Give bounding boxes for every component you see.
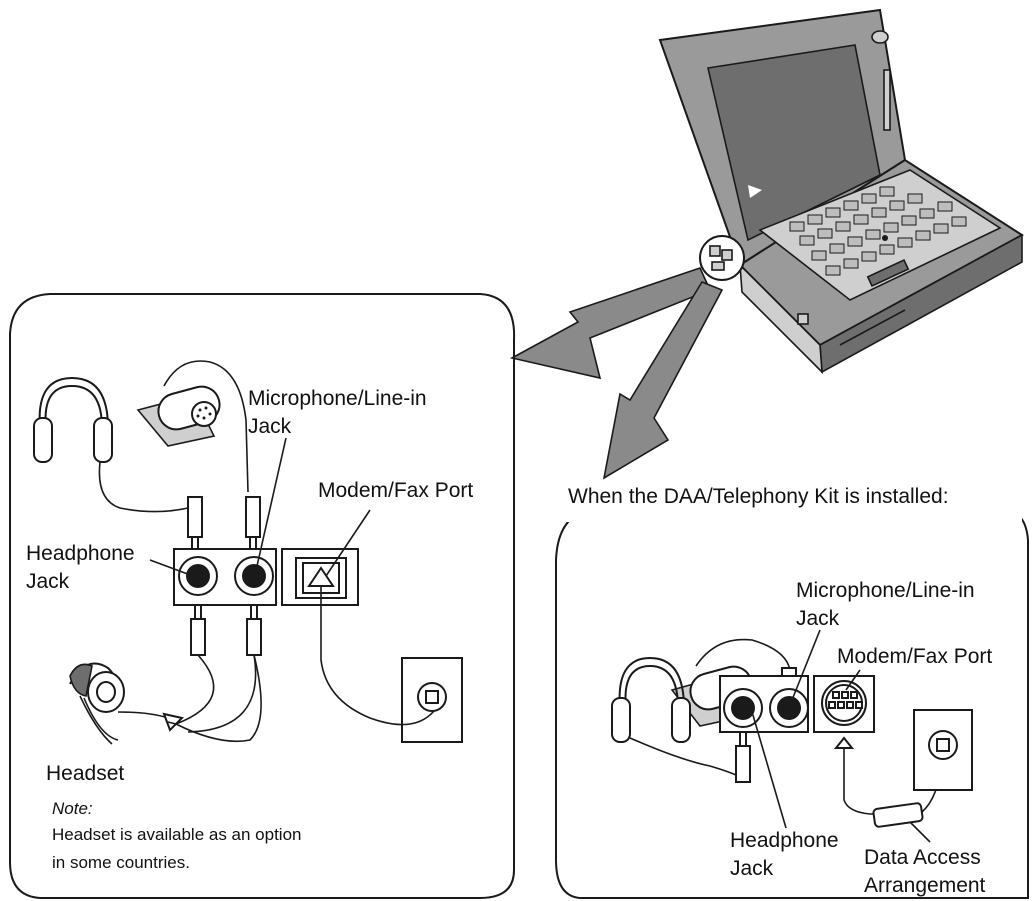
left-modem-port-label: Modem/Fax Port [318, 479, 473, 502]
right-mic-jack-label: Microphone/Line-in [796, 579, 975, 602]
laptop-icon [658, 8, 1024, 375]
right-headphone-jack-label: Headphone [730, 829, 839, 852]
left-mic-jack-label: Microphone/Line-in [248, 387, 427, 410]
note-line-1: Headset is available as an option [52, 825, 302, 844]
left-mic-jack-label-line2: Jack [248, 415, 292, 438]
callout-arrow-icon [602, 281, 724, 480]
microphone-icon [136, 360, 249, 493]
wall-phone-jack-icon [401, 657, 463, 743]
headset-icon [69, 662, 184, 745]
right-modem-port-label: Modem/Fax Port [837, 645, 992, 668]
left-panel: Microphone/Line-in Jack Modem/Fax Port H… [9, 293, 516, 899]
right-mic-jack-label-line2: Jack [796, 607, 840, 630]
keyboard-keys [789, 186, 967, 276]
daa-caption: When the DAA/Telephony Kit is installed: [568, 485, 949, 508]
left-headphone-jack-label: Headphone [26, 542, 135, 565]
daa-device-label-line2: Arrangement [864, 874, 986, 897]
wall-phone-jack-icon [913, 709, 973, 791]
callout-arrow-icon [509, 267, 712, 380]
headset-label: Headset [46, 762, 124, 785]
headphones-icon [611, 656, 739, 777]
note-line-2: in some countries. [52, 853, 190, 872]
left-headphone-jack-label-line2: Jack [26, 570, 70, 593]
right-panel: When the DAA/Telephony Kit is installed: [555, 485, 1029, 899]
daa-device-label: Data Access [864, 846, 981, 869]
note-heading: Note: [52, 799, 93, 818]
headphones-icon [33, 376, 197, 513]
right-headphone-jack-label-line2: Jack [730, 857, 774, 880]
